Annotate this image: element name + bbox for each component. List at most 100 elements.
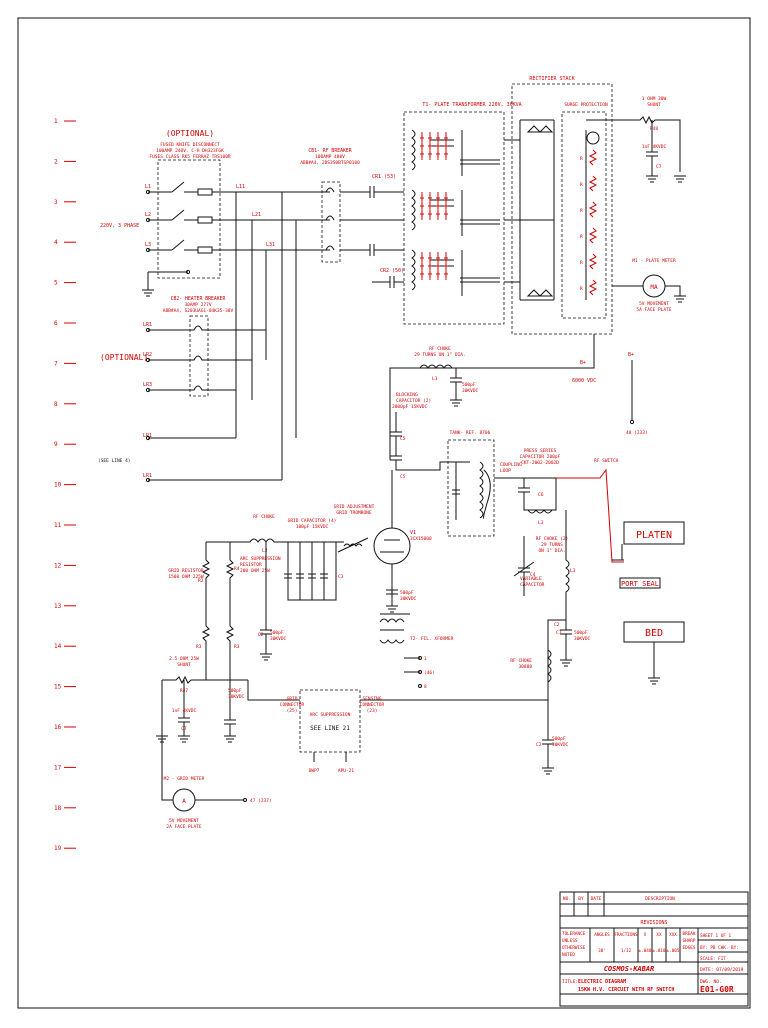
node-47-label: 47 (237) [250, 798, 272, 804]
rf-choke-top-1: RF CHOKE [429, 346, 451, 352]
press-series-capacitor: PRESS SERIES CAPACITOR 200pF CKT-2002-20… [494, 448, 624, 563]
title-col-description: DESCRIPTION [645, 896, 675, 902]
t2-8-label: 8 [424, 684, 427, 690]
shunt-top-label-1: 1 OHM 30W [642, 96, 667, 102]
cap-500-top-1: 500pF [462, 382, 476, 388]
scale-label: SCALE: FIT [700, 956, 726, 962]
xxx-label: XXX [669, 932, 677, 938]
m1-title: M1 - PLATE METER [632, 258, 676, 264]
rectifier-stack-label: RECTIFIER STACK [529, 76, 574, 82]
grid-conn-2: CONNECTOR [280, 702, 305, 708]
c2-b-label: C2 [554, 622, 560, 628]
c1-label: C1 [556, 630, 562, 636]
t2-label: T2- FIL. XFORMER [410, 636, 454, 642]
transformer-tap [428, 252, 432, 280]
row-number: 2 [54, 158, 58, 165]
transformer-tap [436, 252, 440, 280]
dwg-number: E01-G0R [700, 985, 734, 994]
arc-res-2: RESISTOR [240, 562, 262, 568]
sensing-1: SENSING [363, 696, 382, 702]
press-series-3: CKT-2002-2002D [521, 460, 559, 466]
m2-face: 2A FACE PLATE [166, 824, 202, 830]
disconnect-label-1: FUSED KNIFE DISCONNECT [160, 142, 220, 148]
row-number: 4 [54, 239, 58, 246]
disconnect-block: (OPTIONAL) FUSED KNIFE DISCONNECT 100AMP… [149, 129, 231, 279]
shunt-top-label-2: SHUNT [647, 102, 661, 108]
cb2-breaker: CB2- HEATER BREAKER 30AMP 277V ABB#A4, S… [145, 296, 282, 483]
three-phase-lines [142, 181, 330, 297]
m1-movement: 5V MOVEMENT [639, 301, 669, 307]
grid-cap-1: GRID CAPACITOR (4) [288, 518, 337, 524]
cap-500-mid-2: 30KVDC [228, 694, 245, 700]
tank-label: TANK- REF. 8706 [450, 430, 491, 436]
surge-resistor-label: R [580, 182, 583, 188]
c6-label: C6 [538, 492, 544, 498]
row-number: 17 [54, 764, 62, 771]
right-side-chokes: VARIABLE CAPACITOR C4 RF CHOKE (2) 29 TU… [510, 510, 591, 775]
variable-1: VARIABLE [520, 576, 542, 582]
cap-500-mid-1: 500pF [228, 688, 242, 694]
title-date: DATE: 07/09/2019 [700, 967, 744, 973]
blocking-1: BLOCKING [396, 392, 418, 398]
row-number: 3 [54, 199, 58, 206]
c5-a-label: C5 [400, 436, 406, 442]
plate-meter-unit: MA [650, 284, 658, 291]
m2-title: M2 - GRID METER [164, 776, 205, 782]
arc-block-1: ARC SUPPRESSION [310, 712, 351, 718]
heater-label-1: LR1 [143, 322, 152, 328]
l2-label: L2 [262, 548, 268, 554]
surge-protection-label: SURGE PROTECTION [564, 102, 608, 108]
v1-label: V1 [410, 530, 416, 536]
cap-top-label: 1nF 4KVDC [642, 144, 667, 150]
blocking-capacitor: BLOCKING CAPACITOR (2) 2000pF 15KVDC C5 … [390, 392, 470, 480]
sensing-2: CONNECTOR [360, 702, 385, 708]
company-name: COSMOS-KABAR [604, 965, 655, 973]
c7-top-label: C7 [656, 164, 662, 170]
line10-label: LR1 [143, 473, 152, 479]
surge-resistor-label: R [580, 234, 583, 240]
arc-suppression-block: ARC SUPPRESSION SEE LINE 21 GRID CONNECT… [280, 689, 548, 774]
cap-500-right-2: 30KVDC [574, 636, 591, 642]
transformer-tap [428, 132, 432, 160]
cap-500-v1-2: 30KVDC [400, 596, 417, 602]
row-number: 5 [54, 280, 58, 287]
transformer-tap [420, 192, 424, 220]
press-series-1: PRESS SERIES [524, 448, 557, 454]
plate-meter: M1 - PLATE METER MA 5V MOVEMENT 5A FACE … [612, 258, 686, 313]
surge-resistor-label: R [580, 156, 583, 162]
grid-meter-unit: A [182, 798, 186, 805]
sharp-label: SHARP [683, 938, 696, 944]
grid-res-2: 1500 OHM 225W [168, 574, 204, 580]
surge-resistor [588, 175, 598, 192]
row-number: 7 [54, 360, 58, 367]
optional-mid-label: (OPTIONAL) [100, 353, 148, 362]
t2-46-label: (46) [424, 670, 435, 676]
cap-500-c2-2: 30KVDC [270, 636, 287, 642]
surge-resistor [588, 253, 598, 270]
tolerance-4: NOTED [562, 952, 575, 958]
rf-choke-top-2: 29 TURNS ON 1" DIA. [414, 352, 465, 358]
transformer-tap [428, 192, 432, 220]
angles-value: 30' [598, 948, 606, 954]
tolerance-2: UNLESS [562, 938, 578, 944]
heater-label-2: LR2 [143, 352, 152, 358]
transformer-tap [444, 132, 448, 160]
grid-resistors: GRID RESISTOR 1500 OHM 225W ARC SUPPRESS… [168, 542, 287, 680]
r3-b-label: R3 [234, 644, 240, 650]
b-plus-label-2: B+ [628, 352, 634, 358]
b-plus-label-1: B+ [580, 360, 586, 366]
title-col-date: DATE [591, 896, 602, 902]
cr1-label: CR1 (53) [372, 174, 396, 180]
cb2-part: ABB#A4, S203UAG1-04K35-30V [163, 308, 234, 314]
surge-resistor-label: R [580, 286, 583, 292]
transformer-tap [444, 192, 448, 220]
disconnect-label-3: FUSES CLASS RK5 FERRAZ TRS100R [149, 154, 231, 160]
sheet-label: SHEET 1 OF 1 [700, 933, 731, 939]
grid-meter: M2 - GRID METER A 47 (237) 5V MOVEMENT 2… [161, 736, 272, 830]
hv-label: 6000 VDC [572, 378, 596, 384]
transformer-tap [444, 252, 448, 280]
dwp-label: DWP7 [309, 768, 320, 774]
grid-section: GRID ADJUSTMENT GRID TROMBONE RF CHOKE L… [206, 470, 454, 690]
cap-500-right-1: 500pF [574, 630, 588, 636]
